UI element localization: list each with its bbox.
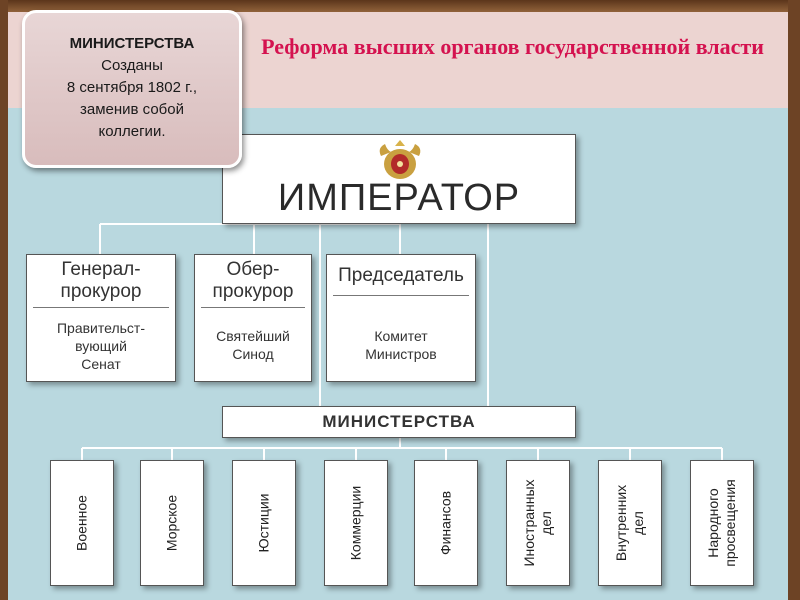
divider (201, 307, 305, 308)
double-headed-eagle-icon (379, 140, 421, 179)
slide-title: Реформа высших органов государственной в… (261, 34, 764, 59)
office-body-line: Правительст- (56, 320, 145, 336)
office-head: Обер- прокурор (195, 259, 311, 303)
ministry-label-line: Внутренних (613, 484, 629, 562)
office-body-line: Министров (365, 346, 437, 362)
ministry-naval-box: Морское (140, 460, 204, 586)
note-line: коллегии. (98, 123, 166, 140)
prosecutor-general-box: Генерал- прокурор Правительст- вующий Се… (26, 254, 176, 382)
ministry-public-education-box: Народного просвещения (690, 460, 754, 586)
office-head: Председатель (327, 265, 475, 287)
ministry-label: Военное (74, 464, 91, 582)
ministry-label-line: Коммерции (347, 485, 364, 561)
office-head-line: Обер- (226, 259, 280, 280)
ministry-label-line: Народного (705, 488, 721, 558)
ministries-box: МИНИСТЕРСТВА (222, 406, 576, 438)
ministries-note: МИНИСТЕРСТВА Созданы 8 сентября 1802 г.,… (22, 10, 242, 168)
ministry-label: Морское (164, 464, 181, 582)
ministry-label: Иностранных дел (521, 464, 555, 582)
office-head-line: Генерал- (61, 259, 141, 280)
frame-left (0, 0, 8, 600)
office-head-line: прокурор (60, 281, 142, 302)
emperor-label: ИМПЕРАТОР (277, 177, 521, 219)
ministry-label: Коммерции (348, 464, 365, 582)
ministry-label-line: дел (538, 511, 554, 535)
ministry-commerce-box: Коммерции (324, 460, 388, 586)
ministry-label: Внутренних дел (613, 464, 647, 582)
ober-prosecutor-box: Обер- прокурор Святейший Синод (194, 254, 312, 382)
office-body-line: Сенат (81, 356, 121, 372)
ministry-finance-box: Финансов (414, 460, 478, 586)
ministry-foreign-affairs-box: Иностранных дел (506, 460, 570, 586)
ministry-military-box: Военное (50, 460, 114, 586)
note-line: 8 сентября 1802 г., (66, 79, 198, 96)
ministry-internal-affairs-box: Внутренних дел (598, 460, 662, 586)
chairman-box: Председатель Комитет Министров (326, 254, 476, 382)
ministry-label: Юстиции (256, 464, 273, 582)
ministry-label-line: Иностранных (521, 479, 537, 567)
office-head: Генерал- прокурор (27, 259, 175, 303)
office-head-line: прокурор (212, 281, 294, 302)
office-body: Комитет Министров (327, 327, 475, 363)
ministry-label-line: Военное (73, 495, 90, 551)
office-body-line: Святейший (216, 328, 290, 344)
divider (33, 307, 169, 308)
office-body-line: вующий (75, 338, 127, 354)
ministry-label: Финансов (438, 464, 455, 582)
ministry-justice-box: Юстиции (232, 460, 296, 586)
office-body: Правительст- вующий Сенат (27, 319, 175, 373)
emperor-box: ИМПЕРАТОР (222, 134, 576, 224)
ministry-label-line: Юстиции (255, 493, 272, 553)
ministry-label-line: Морское (163, 494, 180, 552)
ministry-label: Народного просвещения (705, 464, 739, 582)
ministries-label: МИНИСТЕРСТВА (322, 412, 476, 431)
ministry-label-line: просвещения (722, 479, 738, 567)
office-body-line: Комитет (374, 328, 428, 344)
office-body-line: Синод (232, 346, 274, 362)
note-line: заменив собой (80, 101, 184, 118)
office-body: Святейший Синод (195, 327, 311, 363)
ministry-label-line: дел (630, 511, 646, 535)
ministry-label-line: Финансов (437, 490, 454, 556)
note-line: Созданы (101, 57, 163, 74)
frame-right (788, 0, 800, 600)
note-line: МИНИСТЕРСТВА (69, 35, 195, 52)
office-head-line: Председатель (338, 265, 464, 286)
divider (333, 295, 469, 296)
